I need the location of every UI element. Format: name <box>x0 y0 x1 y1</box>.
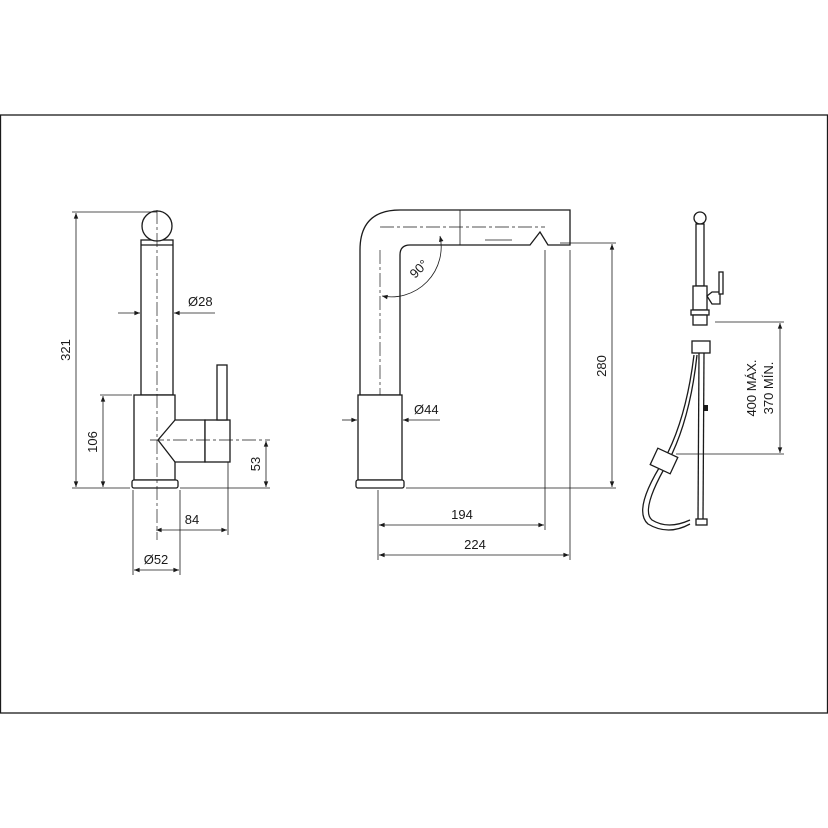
side-view: 90° Ø44 280 194 224 <box>342 209 616 560</box>
dim-angle-90: 90° <box>407 257 432 282</box>
hose-view: 400 MÁX. 370 MÍN. <box>642 211 784 531</box>
dim-280: 280 <box>594 355 609 377</box>
dim-106: 106 <box>85 431 100 453</box>
dim-d52: Ø52 <box>144 552 169 567</box>
dim-224: 224 <box>464 537 486 552</box>
dim-194: 194 <box>451 507 473 522</box>
dim-hose-max: 400 MÁX. <box>744 359 759 416</box>
dim-321: 321 <box>58 339 73 361</box>
dim-84: 84 <box>185 512 199 527</box>
front-view: 321 106 53 84 Ø52 Ø28 <box>58 210 270 575</box>
dim-d44: Ø44 <box>414 402 439 417</box>
dim-hose-min: 370 MÍN. <box>761 362 776 415</box>
dim-53: 53 <box>248 457 263 471</box>
dim-d28: Ø28 <box>188 294 213 309</box>
